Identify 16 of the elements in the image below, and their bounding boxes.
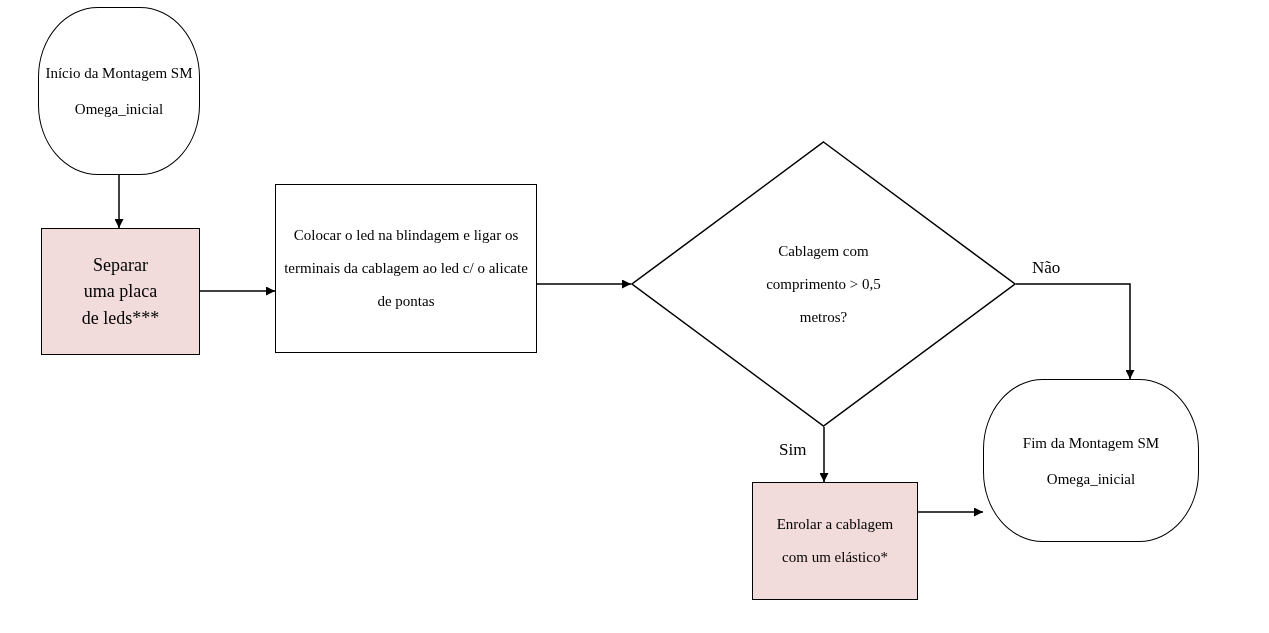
process-box bbox=[275, 184, 537, 353]
arrow bbox=[1015, 283, 1135, 380]
process-box bbox=[41, 228, 200, 355]
arrow bbox=[536, 279, 632, 289]
decision-diamond bbox=[631, 141, 1016, 427]
node-text: Separar uma placa de leds*** bbox=[80, 254, 161, 330]
process-box bbox=[752, 482, 918, 600]
node-text: Início da Montagem SM Omega_inicial bbox=[44, 64, 194, 119]
arrow bbox=[114, 174, 124, 229]
arrow bbox=[819, 426, 829, 483]
node-text: Cablagem com comprimento > 0,5 metros? bbox=[765, 241, 882, 327]
arrow bbox=[917, 507, 984, 517]
node-text: Colocar o led na blindagem e ligar os terminais da cablagem ao led c/ o alicate de pontas bbox=[284, 226, 528, 311]
node-text: Enrolar a cablagem com um elástico* bbox=[775, 515, 895, 567]
node-text: Fim da Montagem SM Omega_inicial bbox=[1021, 433, 1161, 489]
arrow bbox=[199, 286, 276, 296]
